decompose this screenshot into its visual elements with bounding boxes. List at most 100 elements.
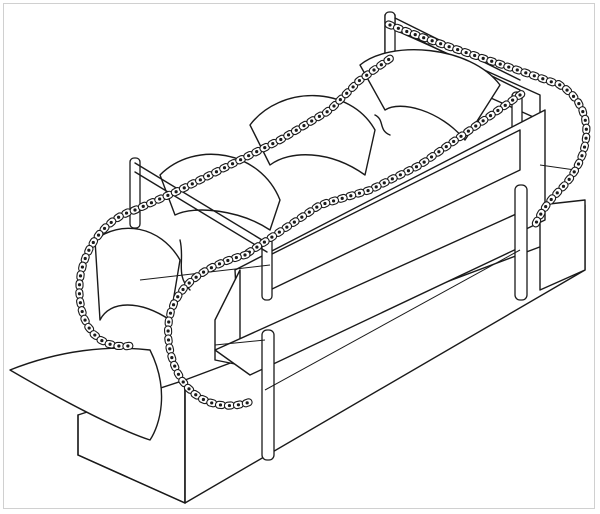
chain-pin [285,225,288,228]
chain-pin [223,166,226,169]
chain-pin [239,158,242,161]
chain-pin [188,281,191,284]
chain-pin [100,339,103,342]
chain-pin [499,63,502,66]
chain-pin [391,177,394,180]
chain-pin [573,170,576,173]
chain-pin [78,292,81,295]
chain-pin [150,201,153,204]
chain-pin [300,216,303,219]
chain-pin [315,206,318,209]
chain-pin [482,119,485,122]
chain-pin [332,104,335,107]
chain-pin [562,185,565,188]
chain-pin [270,235,273,238]
chain-pin [287,133,290,136]
chain-pin [524,71,527,74]
chain-pin [430,155,433,158]
chain-pin [490,60,493,63]
chain-pin [518,93,521,96]
chain-pin [473,54,476,57]
chain-pin [235,256,238,259]
chain-pin [489,114,492,117]
chain-pin [202,271,205,274]
chain-pin [177,373,180,376]
chain-pin [173,365,176,368]
chain-pin [117,344,120,347]
chain-pin [423,160,426,163]
chain-pin [577,162,580,165]
chain-pin [585,128,588,131]
chain-pin [97,234,100,237]
chain-pin [341,197,344,200]
chain-pin [358,79,361,82]
chain-pin [231,162,234,165]
chain-pin [246,401,249,404]
chain-pin [437,150,440,153]
chain-pin [556,191,559,194]
chain-pin [358,192,361,195]
chain-pin [558,83,561,86]
chain-pin [87,249,90,252]
chain-pin [439,42,442,45]
chain-pin [323,202,326,205]
chain-pin [583,145,586,148]
chain-pin [167,320,170,323]
chain-pin [279,138,282,141]
chain-pin [544,205,547,208]
chain-pin [228,404,231,407]
chain-pin [79,274,82,277]
chain-pin [78,283,81,286]
chain-pin [533,74,536,77]
chain-pin [199,178,202,181]
chain-pin [474,124,477,127]
chain-pin [215,170,218,173]
chain-pin [92,241,95,244]
chain-pin [125,211,128,214]
chain-pin [210,266,213,269]
chain-pin [496,109,499,112]
chain-pin [170,356,173,359]
chain-pin [375,185,378,188]
chain-pin [372,68,375,71]
chain-pin [271,142,274,145]
chain-pin [332,199,335,202]
chain-pin [535,220,538,223]
chain-pin [507,65,510,68]
chain-pin [422,36,425,39]
chain-pin [399,173,402,176]
chain-pin [310,119,313,122]
chain-pin [397,27,400,30]
chain-pin [81,310,84,313]
chain-pin [467,130,470,133]
chain-pin [541,77,544,80]
chain-pin [456,48,459,51]
chain-pin [182,380,185,383]
chain-pin [255,150,258,153]
chain-pin [176,295,179,298]
chain-pin [577,102,580,105]
chain-pin [293,221,296,224]
chain-pin [339,98,342,101]
chain-pin [448,45,451,48]
chain-pin [482,57,485,60]
chain-pin [202,398,205,401]
chain-pin [351,85,354,88]
chain-pin [133,208,136,211]
chain-pin [407,169,410,172]
chain-pin [168,347,171,350]
chain-pin [318,115,321,118]
chain-pin [565,88,568,91]
chain-pin [166,329,169,332]
chain-pin [219,403,222,406]
chain-pin [142,205,145,208]
chain-pin [405,30,408,33]
chain-pin [295,129,298,132]
chain-pin [84,257,87,260]
chain-pin [194,393,197,396]
chain-pin [326,110,329,113]
chain-pin [445,145,448,148]
chain-pin [366,189,369,192]
